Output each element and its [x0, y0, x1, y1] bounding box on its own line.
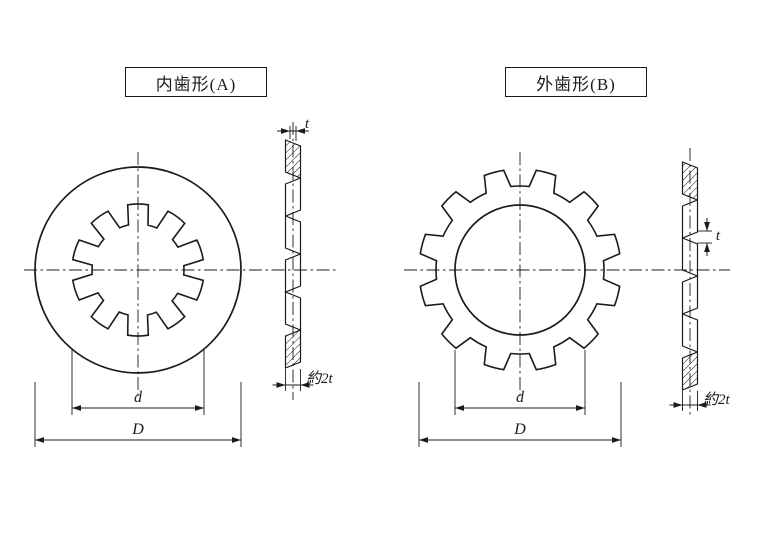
title-internal-tooth: 内歯形(A)	[125, 67, 267, 97]
label-t-external: t	[715, 228, 721, 244]
label-D-external: D	[514, 421, 526, 438]
title-external-tooth: 外歯形(B)	[505, 67, 647, 97]
label-2t-internal: 約2t	[306, 371, 333, 387]
label-2t-external: 約2t	[703, 392, 730, 408]
label-D-internal: D	[132, 421, 144, 438]
label-d-internal: d	[134, 389, 142, 406]
label-t-internal: t	[304, 116, 310, 132]
label-d-external: d	[516, 389, 524, 406]
